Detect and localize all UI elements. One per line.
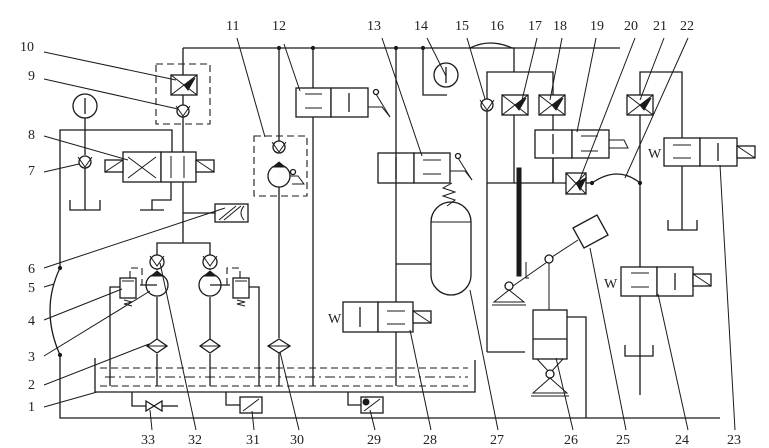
level-sensor-31 bbox=[225, 392, 263, 414]
pressure-switch-6 bbox=[214, 203, 249, 223]
label-9: 9 bbox=[28, 69, 35, 84]
flexible-hose-16 bbox=[469, 42, 513, 49]
check-valve-15 bbox=[480, 98, 494, 112]
label-18: 18 bbox=[553, 19, 567, 34]
directional-valve-8 bbox=[104, 151, 215, 211]
label-6: 6 bbox=[28, 262, 35, 277]
solenoid-valve-24 bbox=[620, 266, 712, 297]
relief-valve-icon bbox=[232, 277, 250, 299]
label-7: 7 bbox=[28, 164, 35, 179]
label-15: 15 bbox=[455, 19, 469, 34]
check-valve-icon bbox=[202, 254, 218, 270]
label-21: 21 bbox=[653, 19, 667, 34]
label-14: 14 bbox=[414, 19, 428, 34]
label-22: 22 bbox=[680, 19, 694, 34]
label-2: 2 bbox=[28, 378, 35, 393]
label-24: 24 bbox=[675, 433, 689, 448]
check-valve-7 bbox=[69, 93, 101, 211]
throttle-valve-18 bbox=[538, 94, 566, 116]
label-16: 16 bbox=[490, 19, 504, 34]
label-33: 33 bbox=[141, 433, 155, 448]
throttle-valve-21 bbox=[626, 94, 654, 116]
label-30: 30 bbox=[290, 433, 304, 448]
leader-lines bbox=[43, 37, 736, 431]
label-5: 5 bbox=[28, 281, 35, 296]
label-31: 31 bbox=[246, 433, 260, 448]
spring-glyph-23: W bbox=[648, 147, 662, 162]
return-line bbox=[49, 129, 720, 419]
label-13: 13 bbox=[367, 19, 381, 34]
label-26: 26 bbox=[564, 433, 578, 448]
label-27: 27 bbox=[490, 433, 504, 448]
relief-valve-icon bbox=[119, 277, 137, 299]
label-19: 19 bbox=[590, 19, 604, 34]
label-3: 3 bbox=[28, 350, 35, 365]
label-17: 17 bbox=[528, 19, 542, 34]
label-20: 20 bbox=[624, 19, 638, 34]
label-23: 23 bbox=[727, 433, 741, 448]
label-10: 10 bbox=[20, 40, 34, 55]
flexible-hose-22 bbox=[591, 173, 641, 184]
pump-manifold bbox=[156, 242, 211, 245]
label-28: 28 bbox=[423, 433, 437, 448]
solenoid-valve-28 bbox=[342, 301, 432, 333]
pressure-gauge-14 bbox=[422, 48, 459, 96]
temperature-sensor-29 bbox=[347, 392, 384, 414]
manual-valve-13 bbox=[377, 152, 473, 184]
pump-unit-right bbox=[198, 245, 260, 386]
label-8: 8 bbox=[28, 128, 35, 143]
label-12: 12 bbox=[272, 19, 286, 34]
manual-valve-12 bbox=[295, 87, 391, 118]
lever-mechanism-25 bbox=[492, 214, 609, 306]
label-4: 4 bbox=[28, 314, 35, 329]
callout-labels: 10 9 8 7 6 5 4 3 2 1 11 12 13 14 15 16 1… bbox=[20, 19, 741, 448]
spring-glyph-24: W bbox=[604, 277, 618, 292]
throttle-valve-17 bbox=[501, 94, 529, 116]
accumulator-27 bbox=[430, 182, 472, 296]
drain-valve-33 bbox=[131, 392, 178, 413]
label-25: 25 bbox=[616, 433, 630, 448]
hand-pump-11 bbox=[253, 135, 308, 197]
label-29: 29 bbox=[367, 433, 381, 448]
valve-19 bbox=[534, 129, 629, 159]
throttle-valve-20 bbox=[565, 172, 588, 195]
solenoid-valve-23 bbox=[663, 137, 756, 167]
cylinder-26 bbox=[487, 263, 587, 418]
spring-glyph-28: W bbox=[328, 312, 342, 327]
piston-rod bbox=[516, 167, 522, 277]
oil-tank bbox=[94, 358, 476, 393]
label-32: 32 bbox=[188, 433, 202, 448]
label-11: 11 bbox=[226, 19, 239, 34]
pump-unit-left bbox=[109, 245, 169, 386]
label-1: 1 bbox=[28, 400, 35, 415]
check-valve-icon bbox=[149, 254, 165, 270]
check-valve-icon bbox=[176, 104, 190, 118]
valve-block-9-10 bbox=[155, 63, 211, 125]
